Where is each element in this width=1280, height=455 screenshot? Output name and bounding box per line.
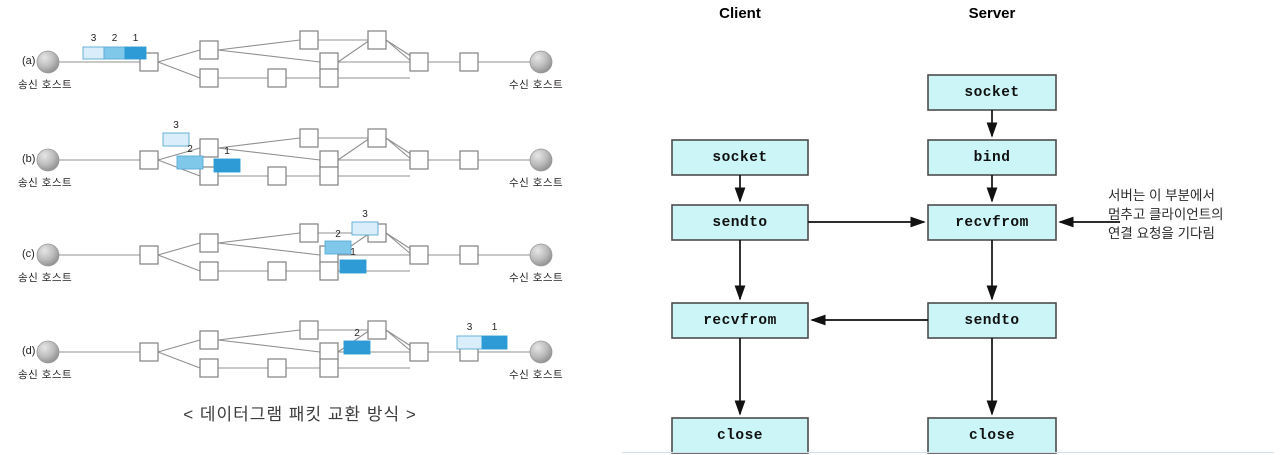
sender-host-label-a: 송신 호스트 bbox=[18, 79, 73, 91]
packet-number-b-3: 3 bbox=[173, 120, 179, 131]
annotation-line-1: 서버는 이 부분에서 bbox=[1108, 188, 1215, 203]
client-step-close[interactable]: close bbox=[716, 428, 763, 444]
receiver-host-label-c: 수신 호스트 bbox=[509, 272, 564, 284]
figure-caption: < 데이터그램 패킷 교환 방식 > bbox=[183, 405, 417, 424]
network-topology-svg bbox=[36, 30, 553, 378]
server-step-close[interactable]: close bbox=[968, 428, 1015, 444]
packet-number-c-3: 3 bbox=[362, 209, 368, 220]
packet-number-c-1: 1 bbox=[350, 247, 356, 258]
column-header-client: Client bbox=[719, 5, 761, 22]
client-step-socket[interactable]: socket bbox=[712, 150, 768, 166]
server-step-bind[interactable]: bind bbox=[973, 150, 1011, 166]
network-row-d bbox=[36, 320, 553, 378]
network-row-a bbox=[36, 30, 553, 88]
datagram-switching-figure: (a) (b) (c) (d) 송신 호스트 수신 호스트 송신 호스트 수신 … bbox=[0, 0, 620, 455]
packet-number-a-3: 3 bbox=[90, 33, 97, 44]
packet-number-b-1: 1 bbox=[224, 146, 230, 157]
server-step-recvfrom[interactable]: recvfrom bbox=[955, 215, 1029, 231]
row-label-d: (d) bbox=[22, 345, 36, 357]
row-label-a: (a) bbox=[22, 55, 36, 67]
sender-host-label-c: 송신 호스트 bbox=[18, 272, 73, 284]
flowchart-svg bbox=[671, 74, 1120, 454]
server-boxes bbox=[927, 74, 1057, 454]
client-step-recvfrom[interactable]: recvfrom bbox=[703, 313, 777, 329]
receiver-host-label-d: 수신 호스트 bbox=[509, 369, 564, 381]
packet-number-d-1: 1 bbox=[491, 322, 498, 333]
sender-host-label-b: 송신 호스트 bbox=[18, 177, 73, 189]
column-header-server: Server bbox=[968, 5, 1016, 22]
server-step-sendto[interactable]: sendto bbox=[964, 313, 1020, 329]
packet-number-d-2: 2 bbox=[354, 328, 360, 339]
client-boxes bbox=[671, 139, 809, 454]
sender-host-label-d: 송신 호스트 bbox=[18, 369, 73, 381]
client-step-sendto[interactable]: sendto bbox=[712, 215, 768, 231]
row-label-c: (c) bbox=[22, 248, 35, 260]
row-label-b: (b) bbox=[22, 153, 36, 165]
packet-number-c-2: 2 bbox=[335, 229, 341, 240]
network-row-c bbox=[36, 221, 553, 281]
packet-number-d-3: 3 bbox=[466, 322, 473, 333]
packet-number-a-1: 1 bbox=[132, 33, 139, 44]
udp-socket-flowchart: Client Server socket bind recvfrom sendt… bbox=[620, 0, 1280, 455]
packet-number-a-2: 2 bbox=[111, 33, 118, 44]
packet-number-b-2: 2 bbox=[187, 144, 193, 155]
annotation-line-2: 멈추고 클라이언트의 bbox=[1108, 207, 1224, 222]
flow-arrows bbox=[734, 110, 1120, 416]
network-row-b bbox=[36, 128, 553, 186]
annotation-line-3: 연결 요청을 기다림 bbox=[1108, 226, 1215, 241]
receiver-host-label-a: 수신 호스트 bbox=[509, 79, 564, 91]
receiver-host-label-b: 수신 호스트 bbox=[509, 177, 564, 189]
server-step-socket[interactable]: socket bbox=[964, 85, 1020, 101]
bottom-divider bbox=[622, 452, 1274, 453]
